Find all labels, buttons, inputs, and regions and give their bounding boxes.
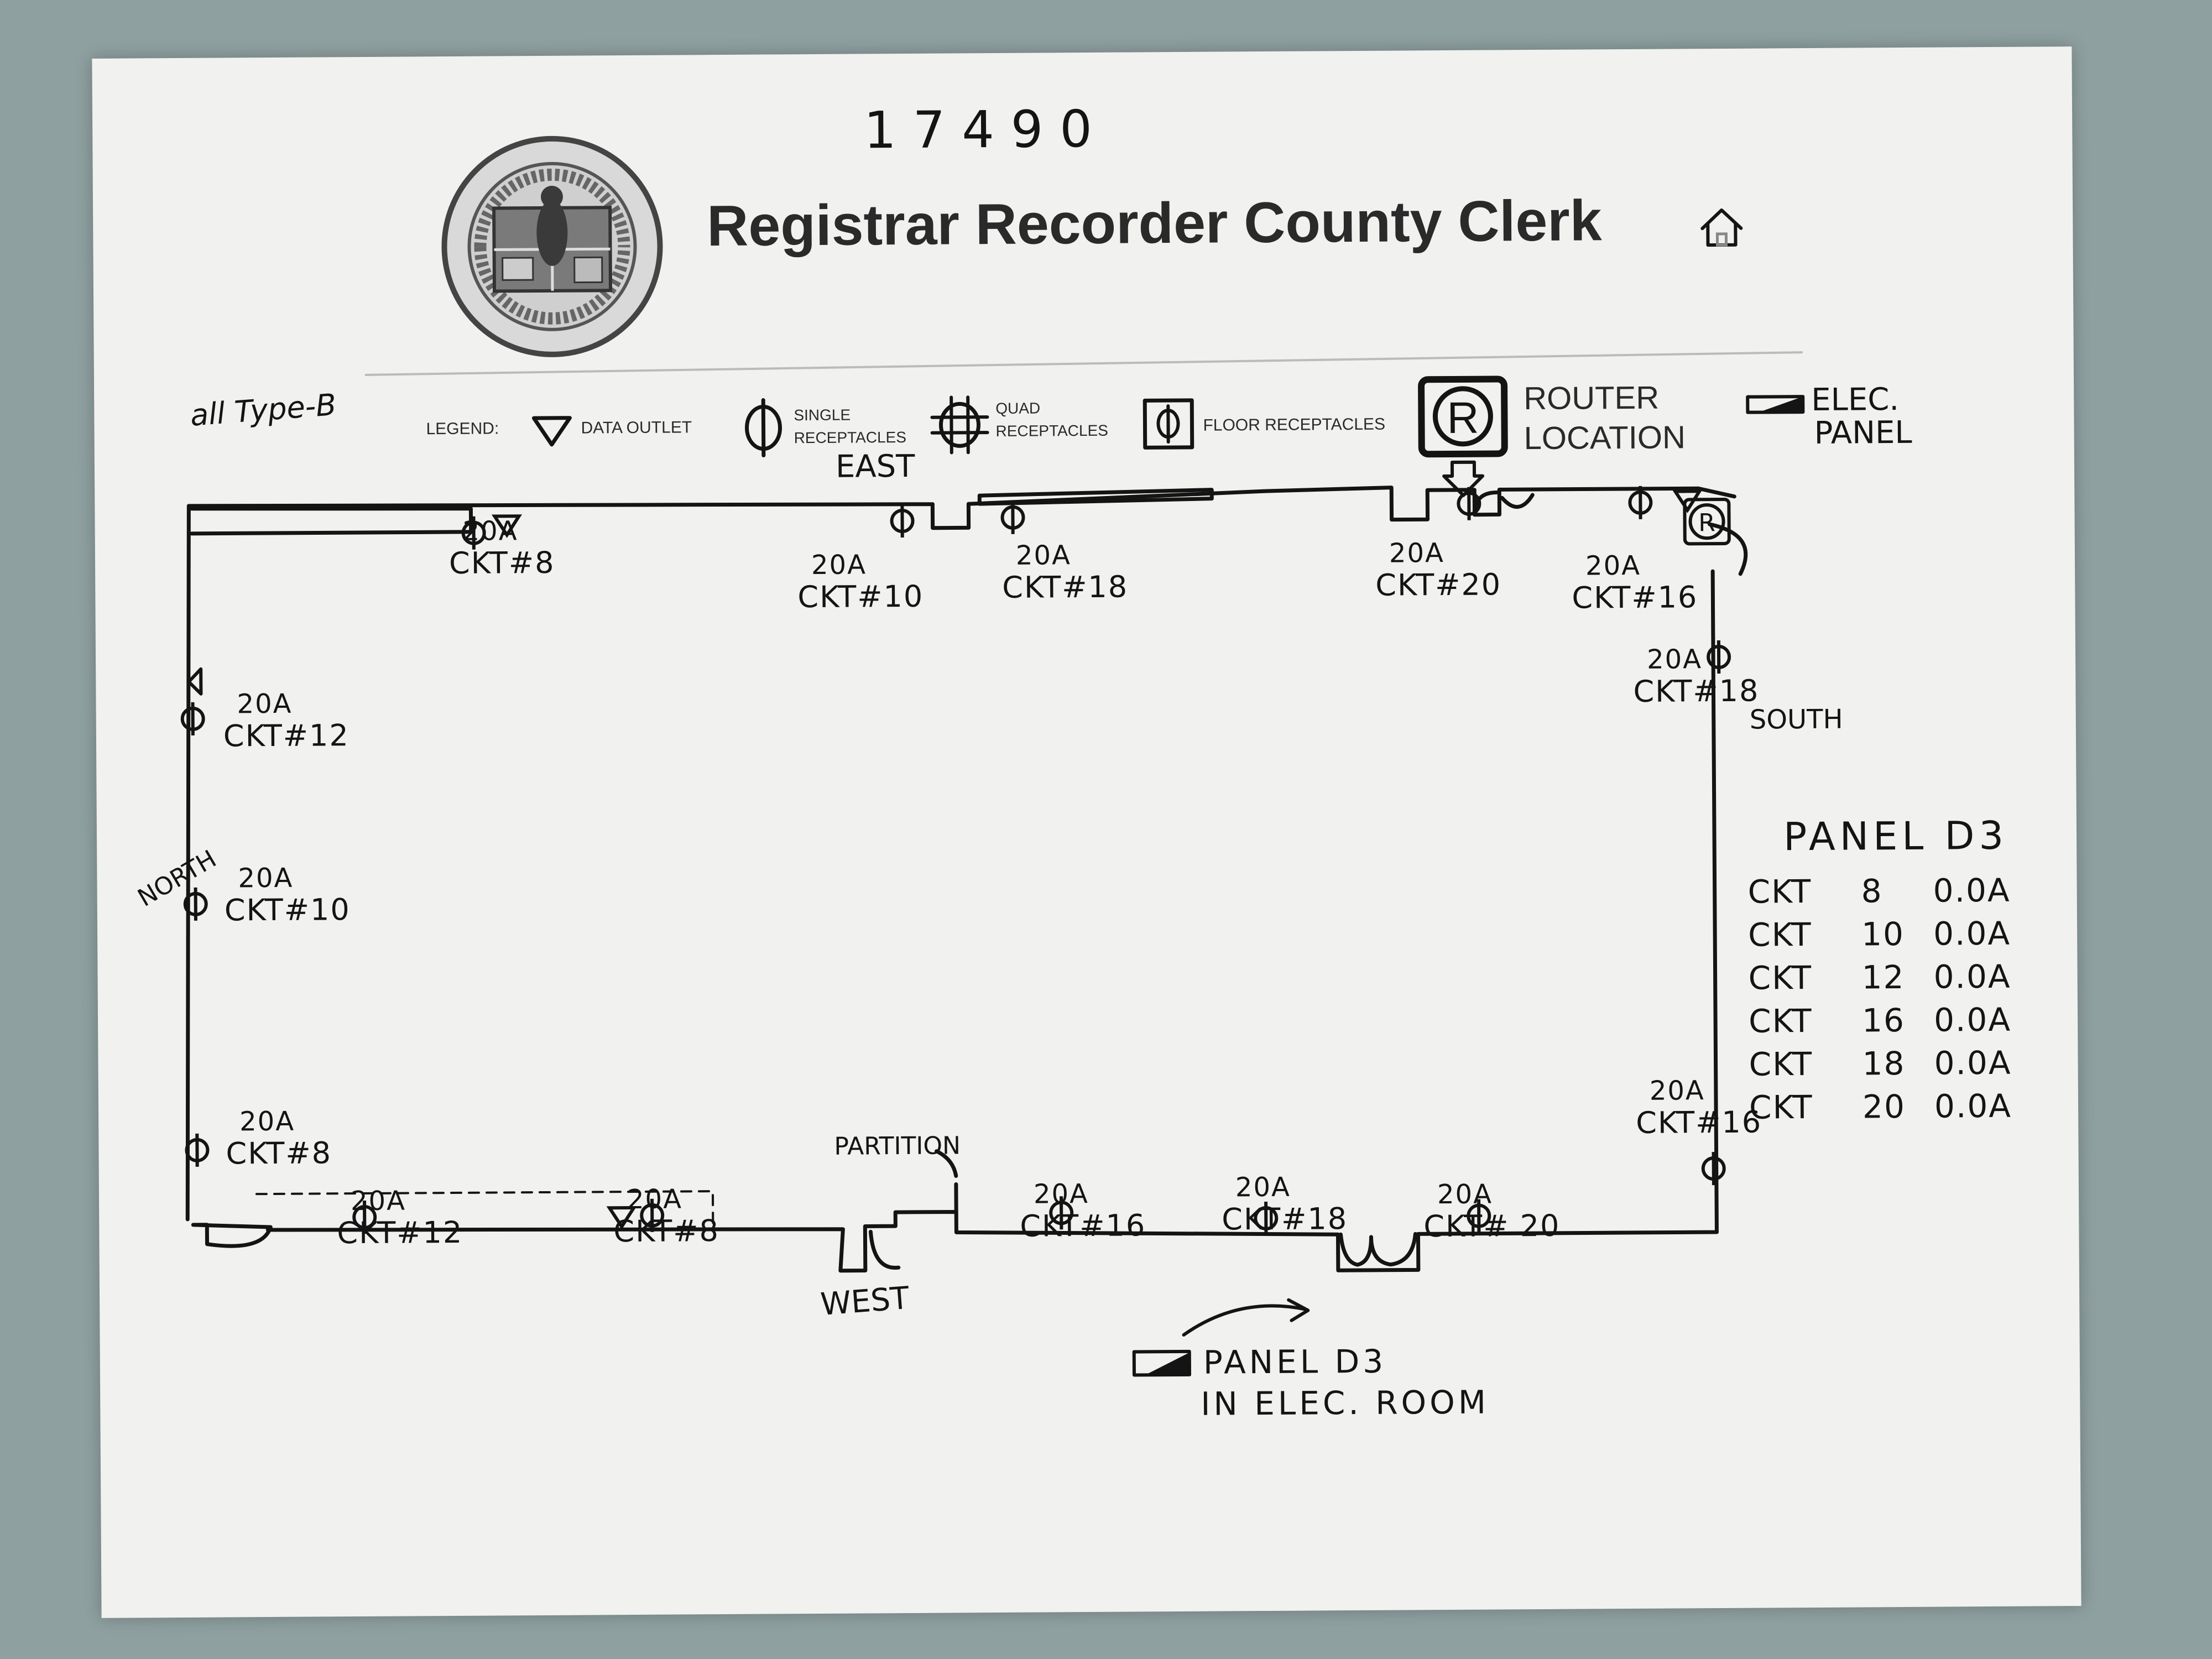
type-note: all Type-B <box>189 387 338 433</box>
county-seal-logo <box>441 135 663 357</box>
document-number: 17490 <box>864 100 1109 160</box>
receptacle-symbol <box>1703 1152 1724 1185</box>
outlet-circuit-label: CKT#18 <box>1633 674 1759 709</box>
panel-row-ckt: CKT <box>1749 1045 1813 1083</box>
panel-row-number: 18 <box>1862 1045 1905 1082</box>
data-outlet-icon <box>531 416 572 447</box>
panel-row-number: 20 <box>1863 1088 1906 1125</box>
legend-quad-line2: RECEPTACLES <box>995 422 1108 440</box>
outlet-amps-label: 20A <box>627 1183 682 1215</box>
legend-panel-line1: ELEC. <box>1811 382 1899 418</box>
outlet-circuit-label: CKT#8 <box>613 1213 719 1249</box>
outlet-amps-label: 20A <box>811 549 867 581</box>
outlet-circuit-label: CKT# 20 <box>1423 1208 1560 1244</box>
outlet-amps-label: 20A <box>1585 550 1641 582</box>
label-west: WEST <box>819 1280 911 1323</box>
outlet-circuit-label: CKT#10 <box>225 892 351 927</box>
label-partition: PARTITION <box>834 1131 961 1160</box>
room-outline <box>185 486 1748 1273</box>
outlet-amps-label: 20A <box>1650 1075 1705 1107</box>
outlet-amps-label: 20A <box>1034 1178 1089 1210</box>
router-letter: R <box>1447 393 1479 442</box>
outlet-amps-label: 20A <box>1647 644 1702 675</box>
outlet-amps-label: 20A <box>238 863 293 894</box>
data-outlets <box>187 491 1704 1229</box>
label-south: SOUTH <box>1750 704 1843 735</box>
panel-row-number: 8 <box>1861 872 1882 910</box>
panel-row-number: 16 <box>1862 1001 1905 1039</box>
home-icon[interactable] <box>1700 208 1743 247</box>
panel-row-amps: 0.0A <box>1933 872 2010 910</box>
legend-quad-line1: QUAD <box>995 399 1040 416</box>
panel-note-line2: IN ELEC. ROOM <box>1201 1384 1489 1423</box>
quad-receptacle-icon <box>930 395 989 455</box>
legend-floor: FLOOR RECEPTACLES <box>1203 415 1385 435</box>
partition-dashed-line <box>255 1190 714 1229</box>
panel-table-title: PANEL D3 <box>1783 813 2008 859</box>
receptacle-symbol <box>1630 486 1651 519</box>
outlet-amps-label: 20A <box>462 515 518 547</box>
router-location-icon: R <box>1418 375 1508 497</box>
router-marker: R <box>1683 497 1731 546</box>
panel-note-line1: PANEL D3 <box>1203 1343 1387 1381</box>
receptacle-symbol <box>186 1134 207 1167</box>
outlet-amps-label: 20A <box>237 688 292 720</box>
legend-panel-line2: PANEL <box>1814 415 1912 451</box>
receptacle-symbol <box>1002 501 1023 534</box>
legend-label: LEGEND: <box>426 419 499 438</box>
receptacle-symbol <box>891 504 912 538</box>
single-receptacle-icon <box>745 398 782 458</box>
legend-router-line1: ROUTER <box>1524 380 1659 416</box>
outlet-amps-label: 20A <box>1389 538 1444 569</box>
outlet-circuit-label: CKT#12 <box>337 1215 463 1250</box>
panel-row-amps: 0.0A <box>1933 958 2011 996</box>
outlet-circuit-label: CKT#16 <box>1636 1105 1762 1140</box>
panel-row-number: 12 <box>1861 958 1905 996</box>
outlet-circuit-label: CKT#8 <box>226 1135 332 1171</box>
outlet-circuit-label: CKT#8 <box>449 545 555 581</box>
legend: LEGEND: DATA OUTLET SINGLE RECEPTACLES Q… <box>426 375 1912 497</box>
outlet-circuit-label: CKT#16 <box>1572 580 1698 615</box>
panel-row-amps: 0.0A <box>1934 1044 2011 1082</box>
legend-single-line1: SINGLE <box>794 406 851 424</box>
panel-row-amps: 0.0A <box>1934 1001 2011 1039</box>
header-rule <box>364 351 1803 376</box>
legend-router-line2: LOCATION <box>1524 419 1686 456</box>
paper-sheet: 17490 Registrar Recorder County Clerk al… <box>92 46 2081 1618</box>
outlet-circuit-label: CKT#12 <box>223 718 349 753</box>
legend-data-outlet: DATA OUTLET <box>581 418 692 437</box>
panel-location-note: PANEL D3 IN ELEC. ROOM <box>1132 1298 1489 1423</box>
outlet-circuit-label: CKT#18 <box>1002 570 1128 605</box>
label-north: NORTH <box>133 845 221 912</box>
outlet-amps-label: 20A <box>1235 1172 1291 1203</box>
label-east: EAST <box>836 448 916 485</box>
legend-single-line2: RECEPTACLES <box>794 429 907 446</box>
data-outlet-symbol <box>187 667 203 696</box>
receptacle-symbol <box>182 702 204 735</box>
outlet-circuit-label: CKT#20 <box>1375 567 1501 602</box>
elec-panel-icon <box>1746 395 1805 414</box>
outlet-amps-label: 20A <box>239 1106 295 1138</box>
floor-plan-drawing: 17490 Registrar Recorder County Clerk al… <box>133 100 2012 1423</box>
panel-row-ckt: CKT <box>1748 959 1812 997</box>
panel-row-number: 10 <box>1861 915 1905 953</box>
panel-row-ckt: CKT <box>1749 1088 1813 1126</box>
outlet-circuit-label: CKT#10 <box>797 579 924 614</box>
panel-row-amps: 0.0A <box>1934 1087 2012 1125</box>
page-title: Registrar Recorder County Clerk <box>707 189 1602 258</box>
outlet-amps-label: 20A <box>1016 540 1071 571</box>
outlet-circuit-label: CKT#16 <box>1020 1208 1146 1243</box>
panel-row-ckt: CKT <box>1747 873 1812 911</box>
svg-text:R: R <box>1698 509 1715 537</box>
panel-d3-table: PANEL D3 CKT 8 0.0A CKT 10 0.0A CKT 12 0.0A CKT 16… <box>1747 813 2012 1126</box>
outlet-circuit-label: CKT#18 <box>1222 1201 1348 1237</box>
outlet-amps-label: 20A <box>351 1186 406 1217</box>
outlet-amps-label: 20A <box>1437 1179 1493 1211</box>
panel-row-ckt: CKT <box>1748 916 1812 954</box>
floor-receptacle-icon <box>1142 398 1194 450</box>
panel-row-amps: 0.0A <box>1933 915 2011 953</box>
panel-row-ckt: CKT <box>1749 1002 1813 1040</box>
